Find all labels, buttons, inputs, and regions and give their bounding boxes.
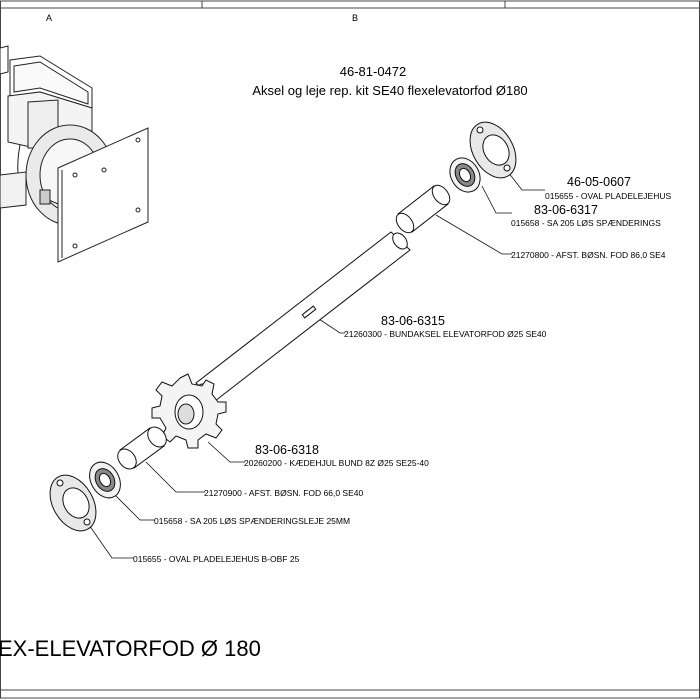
part-number-sprocket: 83-06-6318 xyxy=(255,443,319,457)
oval-flange-housing-lower xyxy=(49,474,97,532)
kit-number: 46-81-0472 xyxy=(340,64,407,79)
part-label-oval-housing-lower: 015655 - OVAL PLADELEJEHUS B-OBF 25 xyxy=(133,554,300,564)
sprocket xyxy=(151,373,227,449)
drawing-title: EX-ELEVATORFOD Ø 180 xyxy=(0,636,261,661)
zone-label-b: B xyxy=(352,13,358,23)
bearing-lower xyxy=(89,461,121,499)
elevator-foot-housing xyxy=(0,45,149,263)
part-label-shaft: 21260300 - BUNDAKSEL ELEVATORFOD Ø25 SE4… xyxy=(344,329,547,339)
oval-flange-housing-upper xyxy=(469,121,517,179)
spacer-bushing-upper xyxy=(395,184,451,234)
part-label-spacer-lower: 21270900 - AFST. BØSN. FOD 66,0 SE40 xyxy=(204,488,363,498)
part-label-bearing-lower: 015658 - SA 205 LØS SPÆNDERINGSLEJE 25MM xyxy=(154,516,350,526)
bottom-shaft xyxy=(195,231,411,402)
kit-title: Aksel og leje rep. kit SE40 flexelevator… xyxy=(252,83,527,98)
part-label-bearing-upper: 015658 - SA 205 LØS SPÆNDERINGS xyxy=(511,218,661,228)
part-number-oval-housing-upper: 46-05-0607 xyxy=(567,175,631,189)
part-label-spacer-upper: 21270800 - AFST. BØSN. FOD 86,0 SE4 xyxy=(511,250,666,260)
part-label-oval-housing-upper: 015655 - OVAL PLADELEJEHUS xyxy=(545,191,671,201)
part-number-shaft: 83-06-6315 xyxy=(381,314,445,328)
bearing-upper xyxy=(449,157,481,193)
zone-label-a: A xyxy=(46,13,52,23)
part-label-sprocket: 20260200 - KÆDEHJUL BUND 8Z Ø25 SE25-40 xyxy=(244,458,429,468)
part-number-bearing-upper: 83-06-6317 xyxy=(534,203,598,217)
spacer-bushing-lower xyxy=(117,426,167,470)
leader-lines xyxy=(79,171,545,559)
